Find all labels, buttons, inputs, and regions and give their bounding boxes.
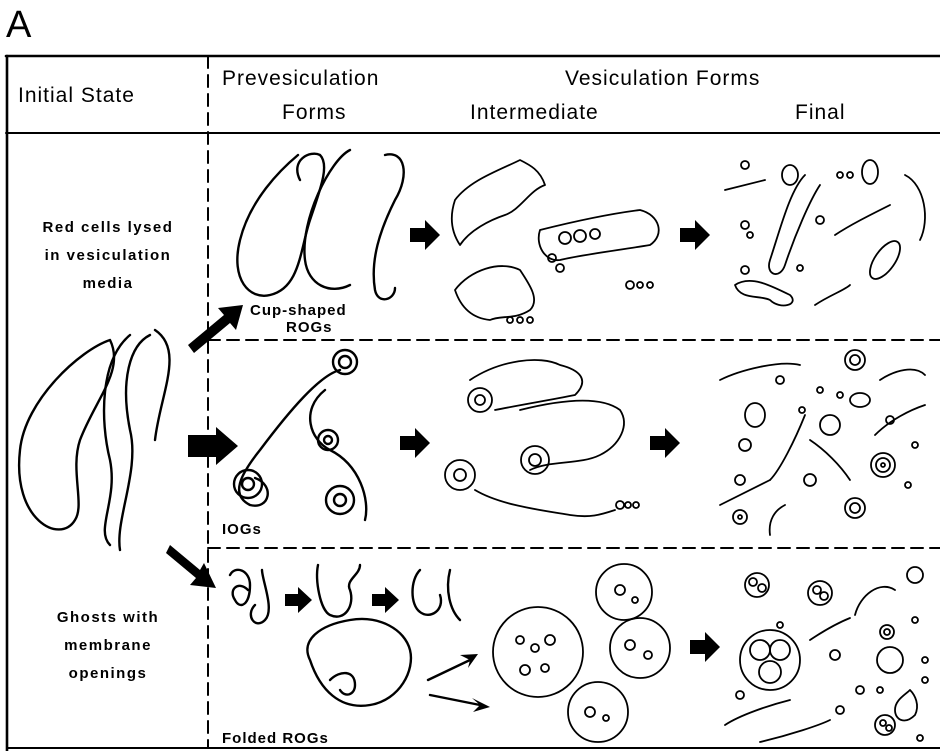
row3-intermediate [493,564,670,742]
big-arrows [166,305,243,588]
row2-final [720,350,925,535]
row3-final [725,567,928,742]
initial-state-shapes [19,330,169,550]
folded-rogs-shapes [230,565,460,706]
row2-intermediate [445,360,639,516]
iogs-shapes [234,350,366,520]
row1-intermediate [452,160,659,323]
frame [6,56,940,751]
thin-arrows [428,654,490,712]
dashed-separators [208,56,940,748]
cup-shaped-rogs-shapes [237,150,403,299]
row1-final [725,160,925,305]
